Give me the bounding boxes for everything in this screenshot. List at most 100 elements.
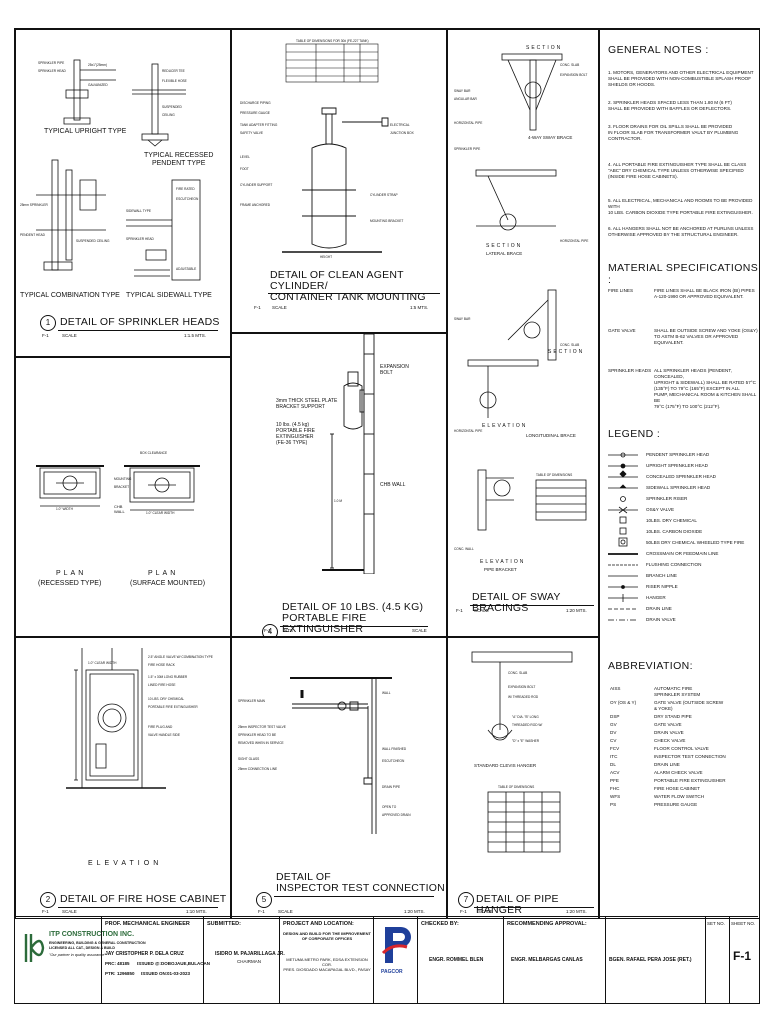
detail-number-badge: 4 <box>262 624 278 636</box>
hose-cabinet-elevation-drawing: 2.5" ANGLE VALVE W/ COMBINATION TYPE FIR… <box>66 648 213 789</box>
legend-item: BRANCH LINE <box>646 573 677 578</box>
svg-text:CEILING: CEILING <box>162 113 175 117</box>
pipe-bracket-label: PIPE BRACKET <box>484 567 517 572</box>
svg-text:10 LBS. DRY CHEMICAL: 10 LBS. DRY CHEMICAL <box>148 697 184 701</box>
abbreviation-code: PFE <box>610 778 619 783</box>
svg-text:PRESSURE GAUGE: PRESSURE GAUGE <box>240 111 270 115</box>
abbreviation-heading: ABBREVIATION: <box>608 660 693 672</box>
scale-label: SCALE <box>478 909 493 914</box>
svg-text:FIRE RATED: FIRE RATED <box>176 187 195 191</box>
general-note-6: 6. ALL HANGERS SHALL NOT BE ANCHORED AT … <box>608 226 754 237</box>
svg-text:1.0" CLEAR WIDTH: 1.0" CLEAR WIDTH <box>146 511 175 515</box>
elevation-label-2: ELEVATION <box>480 559 526 565</box>
abbreviation-code: FHC <box>610 786 620 791</box>
prc-place: DOBOJAUE,BULACAN <box>161 961 211 966</box>
abbreviation-code: DV <box>610 730 617 735</box>
company-sub: ENGINEERING, BUILDING & GENERAL CONSTRUC… <box>49 941 146 950</box>
abbreviation-meaning: ALARM CHECK VALVE <box>654 770 703 775</box>
legend-item: SIDEWALL SPRINKLER HEAD <box>646 485 711 490</box>
general-note-2: 2. SPRINKLER HEADS SPACED LESS THAN 1.80… <box>608 100 732 111</box>
material-item-label: FIRE LINES <box>608 288 634 293</box>
material-item-text: SHALL BE OUTSIDE SCREW AND YOKE (OS&Y) T… <box>654 328 758 345</box>
submitted-heading: SUBMITTED: <box>207 921 241 927</box>
scale-value: 1:10 MTS. <box>186 909 207 914</box>
elevation-label: ELEVATION <box>482 423 528 429</box>
svg-text:REDUCER TEE: REDUCER TEE <box>162 69 185 73</box>
abbreviation-code: CV <box>610 738 617 743</box>
svg-text:2.5" ANGLE VALVE W/ COMBINATIO: 2.5" ANGLE VALVE W/ COMBINATION TYPE <box>148 655 213 659</box>
submitter-name: ISIDRO M. PAJARILLAGA JR. <box>215 951 285 957</box>
abbreviation-meaning: FLOOR CONTROL VALVE <box>654 746 709 751</box>
scale-label: SCALE <box>62 333 77 338</box>
svg-text:1.0" CLEAR WIDTH: 1.0" CLEAR WIDTH <box>88 661 117 665</box>
abbreviation-meaning: GATE VALVE <box>654 722 682 727</box>
scale-value: SCALE <box>412 628 427 633</box>
svg-text:W/ THREADED ROD: W/ THREADED ROD <box>508 695 539 699</box>
legend-symbols <box>608 452 638 621</box>
four-way-label: 4-WAY SWAY BRACE <box>528 135 573 140</box>
svg-text:SIGHT GLASS: SIGHT GLASS <box>238 757 259 761</box>
detail-title: DETAIL OF SPRINKLER HEADS <box>60 316 220 328</box>
abbreviation-code: ACV <box>610 770 620 775</box>
abbreviation-meaning: WATER FLOW SWITCH <box>654 794 705 799</box>
svg-text:DISCHARGE PIPING: DISCHARGE PIPING <box>240 101 271 105</box>
legend-item: 10LBS. CARBON DIOXIDE <box>646 529 703 534</box>
svg-text:25mm INSPECTOR TEST VALVE: 25mm INSPECTOR TEST VALVE <box>238 725 286 729</box>
detail-title: DETAIL OF INSPECTOR TEST CONNECTION <box>276 871 445 894</box>
scale-label: SCALE <box>272 305 287 310</box>
plan-label-2: PLAN <box>148 570 179 577</box>
scale-label: SCALE <box>62 909 77 914</box>
material-specs-heading: MATERIAL SPECIFICATIONS : <box>608 262 759 286</box>
sub-sidewall-label: TYPICAL SIDEWALL TYPE <box>126 292 212 299</box>
svg-text:25mm SPRINKLER: 25mm SPRINKLER <box>20 203 49 207</box>
ptr-issued: ISSUED ON: <box>141 971 168 976</box>
svg-text:VALVE HANDLE SIDE: VALVE HANDLE SIDE <box>148 733 180 737</box>
legend-item: DRAIN VALVE <box>646 617 676 622</box>
svg-text:1.0" WIDTH: 1.0" WIDTH <box>56 507 74 511</box>
abbreviation-code: FCV <box>610 746 620 751</box>
legend-heading: LEGEND : <box>608 428 661 440</box>
legend-item: CROSSMAIN OR FEEDMAIN LINE <box>646 551 719 556</box>
standard-hanger-label: STANDARD CLEVIS HANGER <box>474 763 537 768</box>
legend-item: UPRIGHT SPRINKLER HEAD <box>646 463 708 468</box>
legend-item: DRAIN LINE <box>646 606 672 611</box>
detail-number-badge: 5 <box>256 892 272 908</box>
svg-text:HEIGHT: HEIGHT <box>320 255 332 259</box>
svg-text:SWAY BAR: SWAY BAR <box>454 317 471 321</box>
abbreviation-code: OY (OS & Y) <box>610 700 637 705</box>
svg-text:APPROVED DRAIN: APPROVED DRAIN <box>382 813 411 817</box>
longitudinal-label: LONGITUDINAL BRACE <box>526 433 576 438</box>
svg-text:REMOVED WHEN IN SERVICE: REMOVED WHEN IN SERVICE <box>238 741 284 745</box>
svg-text:CYLINDER STRAP: CYLINDER STRAP <box>370 193 398 197</box>
svg-text:SUSPENDED: SUSPENDED <box>162 105 183 109</box>
sheet-heading: SHEET NO. <box>731 921 756 926</box>
sub-upright-label: TYPICAL UPRIGHT TYPE <box>44 128 127 135</box>
material-item-label: SPRINKLER HEADS <box>608 368 652 373</box>
svg-text:BOX CLEARANCE: BOX CLEARANCE <box>140 451 167 455</box>
detail-title: DETAIL OF PIPE HANGER <box>476 893 559 916</box>
material-item-text: ALL SPRINKLER HEADS (PENDENT, CONCEALED,… <box>654 368 757 409</box>
svg-text:"A" DIA. "B" LONG: "A" DIA. "B" LONG <box>512 715 539 719</box>
callout-wall: CHB WALL <box>380 482 406 488</box>
prc-label: PRC: <box>105 961 116 966</box>
ptr-label: PTR: <box>105 971 116 976</box>
sheet-ref: F-1 <box>456 608 463 613</box>
notes-panel: GENERAL NOTES : 1. MOTORS, GENERATORS AN… <box>599 29 759 919</box>
detail-title: DETAIL OF FIRE HOSE CABINET <box>60 893 227 905</box>
legend-item: CONCEALED SPRINKLER HEAD <box>646 474 716 479</box>
svg-text:1.0 M: 1.0 M <box>334 499 342 503</box>
detail-title: DETAIL OF CLEAN AGENT CYLINDER/ CONTAINE… <box>270 269 426 303</box>
legend-item: HANGER <box>646 595 666 600</box>
callout-unit: 10 lbs. (4.5 kg) PORTABLE FIRE EXTINGUIS… <box>276 422 315 446</box>
prof-heading: PROF. MECHANICAL ENGINEER <box>105 921 190 927</box>
callout-bracket: 3mm THICK STEEL PLATE BRACKET SUPPORT <box>276 398 338 410</box>
detail-title: DETAIL OF 10 LBS. (4.5 KG) PORTABLE FIRE… <box>282 601 424 635</box>
abbreviation-code: ITC <box>610 754 618 759</box>
ptr-date: 01-03-2023 <box>167 971 191 976</box>
